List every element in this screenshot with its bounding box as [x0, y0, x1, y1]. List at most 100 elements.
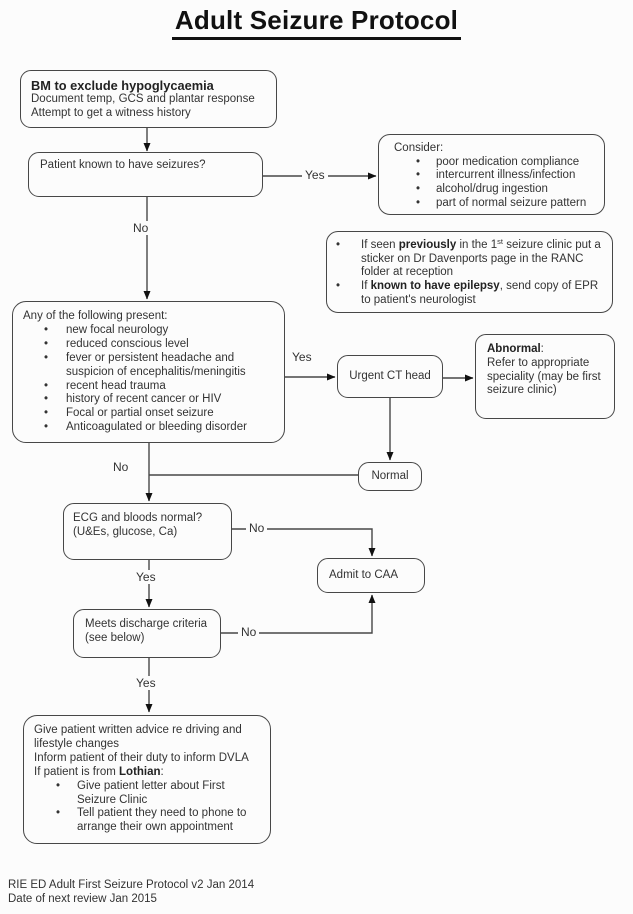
list-item-text: alcohol/drug ingestion [436, 183, 548, 196]
list-item-text: If known to have epilepsy, send copy of … [361, 280, 603, 307]
list-item: history of recent cancer or HIV [23, 393, 276, 407]
abnormal-heading-colon: : [540, 343, 544, 355]
bullet-icon [336, 239, 361, 280]
known-seizures-question: Patient known to have seizures? [40, 159, 206, 171]
connector-ecg-no-to-admit [232, 528, 376, 557]
list-item: new focal neurology [23, 324, 276, 338]
footer-review-line: Date of next review Jan 2015 [8, 892, 157, 905]
advice-line: Give patient written advice re driving a… [34, 724, 242, 750]
edge-label-discharge-no: No [238, 625, 260, 639]
bullet-icon [44, 338, 66, 352]
bullet-icon [44, 380, 66, 394]
ecg-line: ECG and bloods normal? [73, 512, 203, 524]
list-item: reduced conscious level [23, 338, 276, 352]
list-item: Tell patient they need to phone to arran… [34, 807, 262, 835]
red-flags-box: Any of the following present: new focal … [12, 301, 285, 443]
list-item-text: recent head trauma [66, 379, 166, 392]
page-title-wrap: Adult Seizure Protocol [0, 5, 633, 40]
list-item-text: Give patient letter about First Seizure … [77, 779, 225, 806]
document-footer: RIE ED Adult First Seizure Protocol v2 J… [8, 879, 254, 906]
advice-text: If patient is from [34, 765, 120, 778]
edge-label-discharge-yes: Yes [133, 676, 159, 690]
ecg-bloods-box: ECG and bloods normal? (U&Es, glucose, C… [63, 503, 232, 560]
list-item: Focal or partial onset seizure [23, 407, 276, 421]
urgent-ct-label: Urgent CT head [349, 369, 431, 382]
connector-discharge-no-to-admit [221, 594, 376, 634]
list-item: If known to have epilepsy, send copy of … [336, 280, 603, 307]
known-seizures-box: Patient known to have seizures? [28, 152, 263, 197]
consider-heading: Consider: [394, 142, 444, 154]
list-item: fever or persistent headache and suspici… [23, 352, 276, 380]
list-item-text: Anticoagulated or bleeding disorder [66, 421, 247, 434]
note-text: If [361, 280, 371, 293]
ordinal-superscript: st [497, 237, 504, 246]
admit-caa-label: Admit to CAA [329, 568, 399, 581]
bullet-icon [56, 807, 77, 835]
footer-version-line: RIE ED Adult First Seizure Protocol v2 J… [8, 879, 255, 891]
edge-label-known-no: No [130, 221, 152, 235]
advice-text-bold: Lothian [119, 765, 161, 778]
urgent-ct-box: Urgent CT head [337, 355, 443, 398]
list-item-text: new focal neurology [66, 323, 169, 336]
edge-label-known-yes: Yes [302, 168, 328, 182]
edge-label-ecg-yes: Yes [133, 570, 159, 584]
note-text: in the 1 [456, 239, 498, 251]
list-item-text: history of recent cancer or HIV [66, 393, 222, 406]
list-item-text: intercurrent illness/infection [436, 169, 576, 182]
list-item: intercurrent illness/infection [379, 169, 596, 183]
assessment-box: BM to exclude hypoglycaemia Document tem… [20, 70, 277, 128]
page-title: Adult Seizure Protocol [171, 5, 462, 40]
discharge-line: (see below) [85, 631, 145, 644]
note-text: If seen [361, 239, 399, 251]
bullet-icon [44, 352, 66, 380]
abnormal-body: Refer to appropriate speciality (may be … [487, 356, 601, 397]
list-item: recent head trauma [23, 380, 276, 394]
list-item-text: fever or persistent headache and suspici… [66, 351, 246, 378]
assessment-heading: BM to exclude hypoglycaemia [31, 78, 214, 93]
bullet-icon [44, 421, 66, 435]
bullet-icon [416, 156, 436, 170]
edge-label-flags-yes: Yes [289, 350, 315, 364]
discharge-criteria-box: Meets discharge criteria (see below) [73, 609, 221, 658]
clinic-note-box: If seen previously in the 1st seizure cl… [326, 231, 613, 313]
bullet-icon [416, 197, 436, 211]
edge-label-flags-no: No [110, 460, 132, 474]
list-item-text: poor medication compliance [436, 155, 580, 168]
abnormal-heading-bold: Abnormal [487, 343, 541, 355]
discharge-line: Meets discharge criteria [85, 618, 208, 630]
admit-caa-box: Admit to CAA [317, 558, 425, 593]
note-text: , send copy of EPR to patient's neurolog… [361, 280, 599, 306]
list-item-text: Focal or partial onset seizure [66, 407, 214, 420]
list-item-text: reduced conscious level [66, 337, 189, 350]
advice-line: If patient is from Lothian: [34, 766, 262, 780]
abnormal-heading: Abnormal: [487, 343, 604, 357]
bullet-icon [56, 780, 77, 808]
list-item-text: part of normal seizure pattern [436, 196, 587, 209]
list-item: part of normal seizure pattern [379, 197, 596, 211]
assessment-line: Attempt to get a witness history [31, 106, 191, 119]
note-text: seizure clinic put a sticker on Dr Daven… [361, 239, 601, 279]
list-item: If seen previously in the 1st seizure cl… [336, 237, 603, 280]
normal-label: Normal [371, 469, 409, 482]
red-flags-heading: Any of the following present: [23, 310, 168, 322]
list-item-text: If seen previously in the 1st seizure cl… [361, 237, 603, 280]
bullet-icon [416, 169, 436, 183]
normal-box: Normal [358, 462, 422, 491]
bullet-icon [336, 280, 361, 307]
bullet-icon [416, 183, 436, 197]
ecg-line: (U&Es, glucose, Ca) [73, 525, 178, 538]
note-text-bold: known to have epilepsy [370, 280, 500, 293]
bullet-icon [44, 393, 66, 407]
assessment-line: Document temp, GCS and plantar response [31, 93, 255, 105]
edge-label-ecg-no: No [246, 521, 268, 535]
advice-box: Give patient written advice re driving a… [23, 715, 271, 844]
list-item: Give patient letter about First Seizure … [34, 780, 262, 808]
consider-box: Consider: poor medication compliance int… [378, 134, 605, 215]
abnormal-box: Abnormal: Refer to appropriate specialit… [475, 334, 615, 419]
list-item: Anticoagulated or bleeding disorder [23, 421, 276, 435]
list-item-text: Tell patient they need to phone to arran… [77, 807, 247, 834]
advice-text: : [160, 765, 164, 778]
bullet-icon [44, 324, 66, 338]
